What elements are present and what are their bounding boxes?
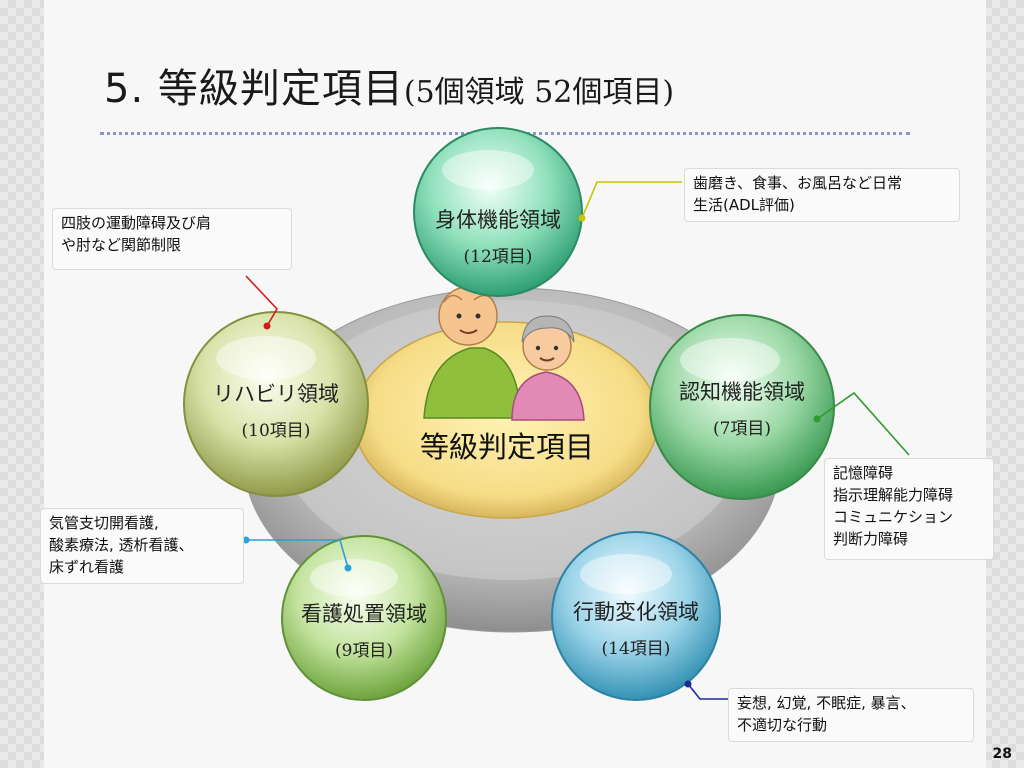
note-nursing-line: 酸素療法, 透析看護、 — [49, 536, 194, 554]
domain-count-rehab: (10項目) — [241, 421, 311, 441]
domain-label-physical: 身体機能領域 (12項目) — [418, 204, 578, 267]
note-behavior-line: 不適切な行動 — [737, 716, 828, 734]
note-rehab-line: や肘など関節制限 — [61, 236, 182, 254]
connector-behavior — [687, 683, 730, 700]
domain-label-cognitive: 認知機能領域 (7項目) — [662, 376, 822, 439]
note-physical-line: 歯磨き、食事、お風呂など日常 — [693, 174, 902, 192]
page-title: 5. 等級判定項目(5個領域 52個項目) — [104, 56, 674, 114]
note-physical-line: 生活(ADL評価) — [693, 196, 795, 214]
title-sub: (5個領域 52個項目) — [403, 75, 675, 110]
domain-name-cognitive: 認知機能領域 — [679, 380, 805, 404]
note-rehab-line: 四肢の運動障碍及び肩 — [61, 214, 212, 232]
domain-label-rehab: リハビリ領域 (10項目) — [196, 378, 356, 441]
domain-name-rehab: リハビリ領域 — [213, 382, 339, 406]
domain-name-nursing: 看護処置領域 — [301, 602, 427, 626]
connector-cognitive — [816, 391, 910, 456]
domain-count-cognitive: (7項目) — [712, 419, 772, 439]
note-nursing-line: 気管支切開看護, — [49, 514, 159, 532]
note-behavior-line: 妄想, 幻覚, 不眠症, 暴言、 — [737, 694, 916, 712]
note-nursing: 気管支切開看護, 酸素療法, 透析看護、 床ずれ看護 — [40, 508, 244, 584]
note-rehab: 四肢の運動障碍及び肩 や肘など関節制限 — [52, 208, 292, 270]
note-physical: 歯磨き、食事、お風呂など日常 生活(ADL評価) — [684, 168, 960, 222]
connector-physical — [581, 181, 682, 219]
domain-name-behavior: 行動変化領域 — [573, 600, 699, 624]
domain-circle-physical — [413, 127, 583, 297]
page-number: 28 — [992, 746, 1012, 762]
domain-circle-behavior — [551, 531, 721, 701]
domain-count-nursing: (9項目) — [334, 641, 394, 661]
note-cognitive-line: 判断力障碍 — [833, 530, 909, 548]
connector-rehab — [245, 275, 278, 327]
domain-count-behavior: (14項目) — [601, 639, 671, 659]
center-label: 等級判定項目 — [419, 430, 594, 464]
note-behavior: 妄想, 幻覚, 不眠症, 暴言、 不適切な行動 — [728, 688, 974, 742]
domain-label-nursing: 看護処置領域 (9項目) — [284, 598, 444, 661]
note-cognitive-line: 指示理解能力障碍 — [833, 486, 954, 504]
note-cognitive-line: コミュニケション — [833, 508, 954, 526]
note-nursing-line: 床ずれ看護 — [49, 558, 125, 576]
note-cognitive: 記憶障碍 指示理解能力障碍 コミュニケション 判断力障碍 — [824, 458, 994, 560]
domain-name-physical: 身体機能領域 — [435, 208, 561, 232]
title-main: 5. 等級判定項目 — [104, 66, 404, 112]
connector-nursing — [246, 539, 349, 569]
elderly-couple-illustration — [423, 286, 585, 421]
domain-label-behavior: 行動変化領域 (14項目) — [556, 596, 716, 659]
domain-count-physical: (12項目) — [463, 247, 533, 267]
note-cognitive-line: 記憶障碍 — [833, 464, 894, 482]
center-core — [353, 321, 659, 519]
domain-circle-nursing — [281, 535, 447, 701]
